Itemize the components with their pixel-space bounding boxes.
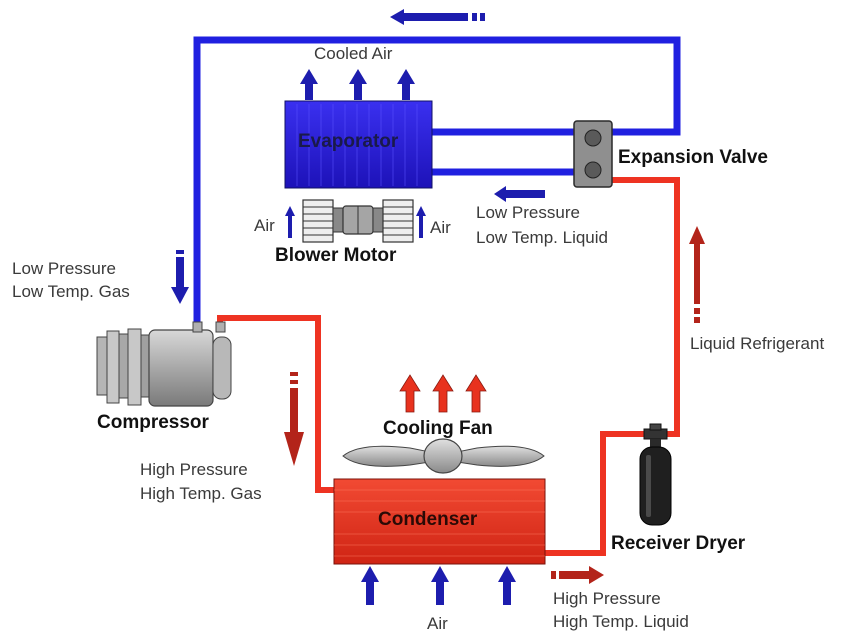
cooled-air-label: Cooled Air <box>314 44 393 63</box>
blower-air-right-label: Air <box>430 218 451 237</box>
high-pressure-liquid-label-line1: High Pressure <box>553 589 661 608</box>
liquid-refrigerant-label: Liquid Refrigerant <box>690 334 825 353</box>
liquid-refrigerant-arrow <box>689 226 705 323</box>
evaporator <box>284 100 433 189</box>
receiver-dryer-label: Receiver Dryer <box>611 533 746 554</box>
high-pressure-gas-arrow <box>284 372 304 466</box>
blower-air-arrows <box>285 206 426 238</box>
compressor <box>96 321 232 407</box>
high-pressure-liquid-arrow <box>551 566 604 584</box>
low-pressure-liquid-label-line2: Low Temp. Liquid <box>476 228 608 247</box>
top-flow-arrow <box>390 9 485 25</box>
evaporator-label: Evaporator <box>298 131 399 152</box>
low-pressure-lines <box>193 36 681 330</box>
condenser-label: Condenser <box>378 509 478 530</box>
expansion-valve <box>573 120 613 188</box>
high-pressure-liquid-label-line2: High Temp. Liquid <box>553 612 689 631</box>
condenser <box>333 478 546 565</box>
high-pressure-gas-label-line2: High Temp. Gas <box>140 484 262 503</box>
low-pressure-gas-label-line2: Low Temp. Gas <box>12 282 130 301</box>
suction-line <box>193 36 681 330</box>
low-pressure-gas-label-line1: Low Pressure <box>12 259 116 278</box>
condenser-air-label: Air <box>427 614 448 633</box>
blower-motor <box>302 199 414 243</box>
low-pressure-liquid-label-line1: Low Pressure <box>476 203 580 222</box>
condenser-to-dryer-line <box>545 431 644 556</box>
low-pressure-gas-arrow <box>171 250 189 304</box>
receiver-dryer <box>639 423 672 526</box>
condenser-air-arrows <box>361 566 516 605</box>
high-pressure-gas-label-line1: High Pressure <box>140 460 248 479</box>
blower-motor-label: Blower Motor <box>275 245 397 266</box>
cooling-fan-label: Cooling Fan <box>383 418 493 439</box>
blower-air-left-label: Air <box>254 216 275 235</box>
cooled-air-arrows <box>300 69 415 100</box>
cooling-fan-arrows <box>399 374 487 413</box>
low-pressure-liquid-arrow <box>494 186 545 202</box>
dryer-to-valve-line <box>612 177 680 437</box>
expansion-valve-label: Expansion Valve <box>618 147 768 168</box>
compressor-label: Compressor <box>97 412 209 433</box>
cooling-fan <box>342 438 545 474</box>
